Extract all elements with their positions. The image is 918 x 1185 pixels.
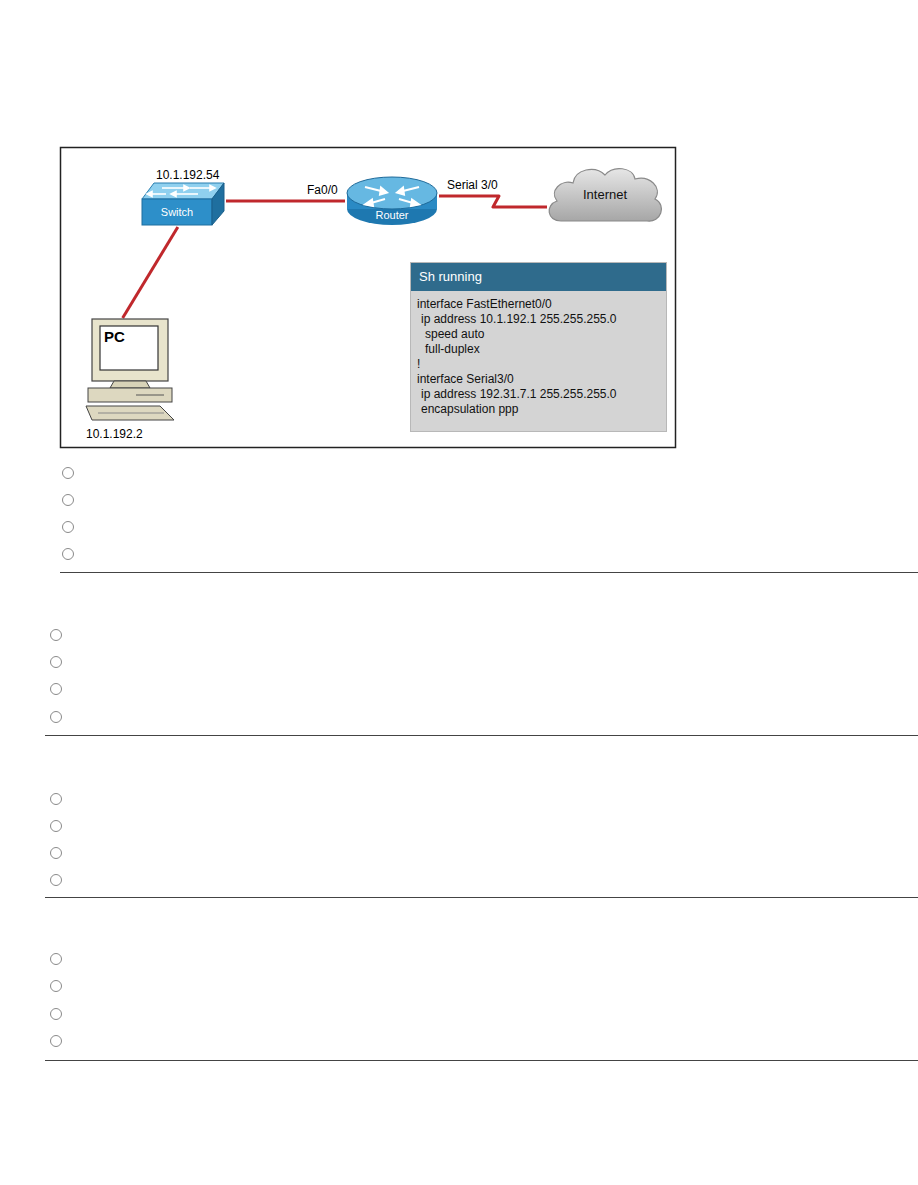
switch-node: Switch bbox=[140, 181, 226, 227]
cloud-node: Internet bbox=[543, 163, 667, 229]
node-label: Router bbox=[345, 208, 439, 222]
radio-buttons bbox=[51, 468, 74, 1047]
network-link bbox=[123, 227, 178, 318]
node-label: PC bbox=[104, 328, 144, 346]
pc-node: PC bbox=[84, 318, 176, 422]
node-label: Internet bbox=[543, 187, 667, 203]
ip-address-label: 10.1.192.54 bbox=[154, 168, 221, 182]
ip-address-label: 10.1.192.2 bbox=[84, 427, 145, 441]
config-panel: Sh runninginterface FastEthernet0/0ip ad… bbox=[410, 262, 667, 432]
figure-frame bbox=[61, 148, 676, 448]
config-line: ! bbox=[411, 357, 666, 372]
config-line: interface FastEthernet0/0 bbox=[411, 297, 666, 312]
config-line: speed auto bbox=[411, 327, 666, 342]
config-line: interface Serial3/0 bbox=[411, 372, 666, 387]
config-line: ip address 192.31.7.1 255.255.255.0 bbox=[411, 387, 666, 402]
panel-heading: Sh running bbox=[411, 263, 666, 291]
interface-label: Serial 3/0 bbox=[445, 178, 500, 192]
interface-label: Fa0/0 bbox=[305, 183, 340, 197]
network-link bbox=[439, 196, 547, 207]
node-label: Switch bbox=[142, 205, 212, 219]
separator-lines bbox=[45, 573, 918, 1061]
pc-icon bbox=[84, 318, 176, 422]
network-link bbox=[226, 200, 345, 203]
config-line: ip address 10.1.192.1 255.255.255.0 bbox=[411, 312, 666, 327]
switch-icon bbox=[140, 181, 226, 227]
router-node: Router bbox=[345, 175, 439, 227]
config-line: full-duplex bbox=[411, 342, 666, 357]
config-line: encapsulation ppp bbox=[411, 402, 666, 417]
